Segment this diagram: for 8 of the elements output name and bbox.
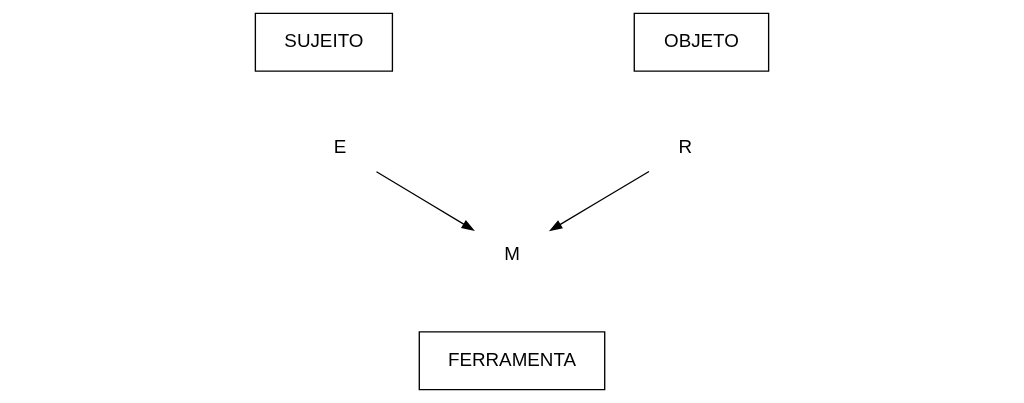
arrow	[375, 171, 475, 231]
node-text: M	[504, 242, 520, 264]
node-text: E	[333, 136, 347, 158]
node-box: FERRAMENTA	[418, 331, 606, 391]
node-box: OBJETO	[633, 12, 770, 72]
node-box: SUJEITO	[254, 12, 394, 72]
node-text: R	[678, 136, 693, 158]
arrow	[548, 170, 650, 232]
